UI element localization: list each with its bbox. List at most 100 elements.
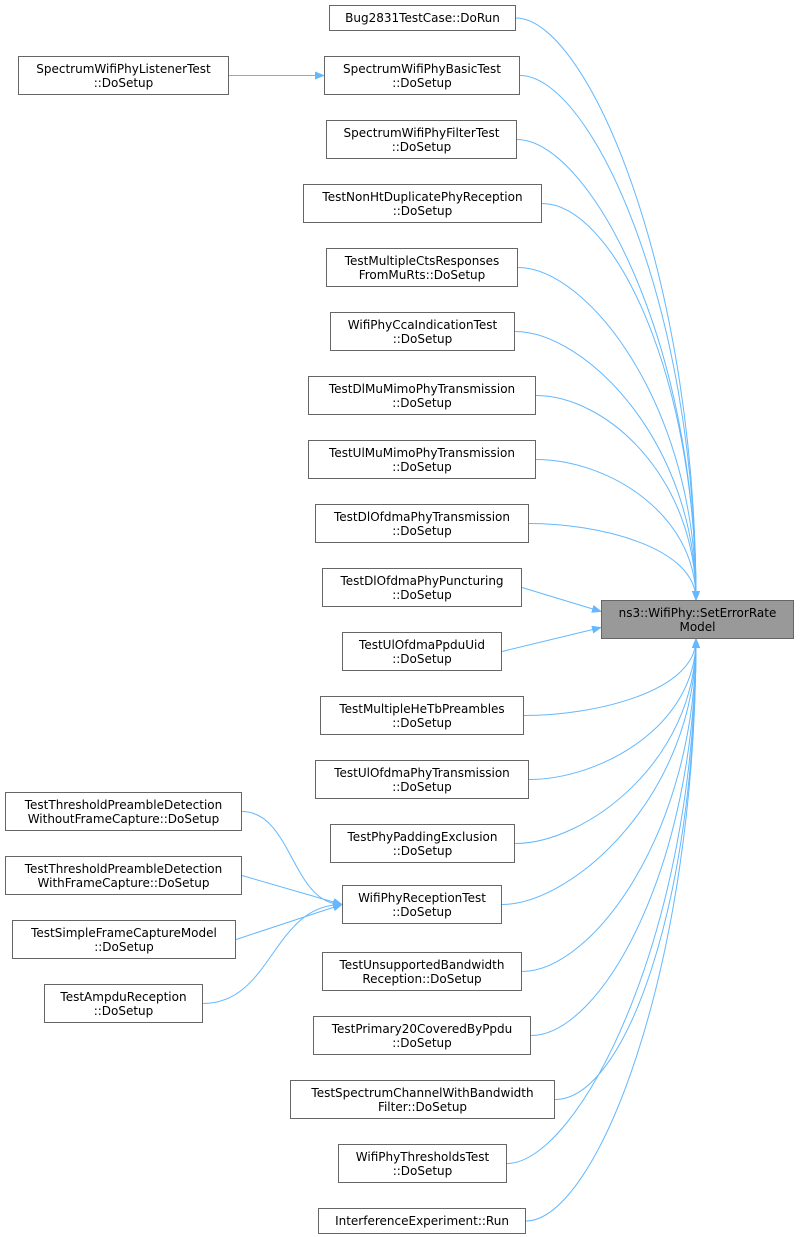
node-label-line2: ::DoSetup <box>94 939 154 954</box>
node-filter[interactable]: SpectrumWifiPhyFilterTest::DoSetup <box>326 120 517 159</box>
edge-cca-to-target <box>514 331 700 601</box>
node-label-line2: ::DoSetup <box>392 715 452 730</box>
node-label-line1: SpectrumWifiPhyListenerTest <box>36 61 211 76</box>
edge-primary20-to-target <box>530 638 700 1036</box>
edge-ulppdu-to-target <box>501 625 602 652</box>
node-label-line1: TestMultipleHeTbPreambles <box>339 701 505 716</box>
node-label-line1: TestNonHtDuplicatePhyReception <box>322 189 523 204</box>
node-label-line1: TestUlOfdmaPhyTransmission <box>334 765 510 780</box>
edge-dlofdma-to-target <box>528 523 700 601</box>
node-label-line1: WifiPhyReceptionTest <box>358 890 486 905</box>
node-label-line2: ::DoSetup <box>391 139 452 154</box>
node-label-line1: TestSimpleFrameCaptureModel <box>31 925 217 940</box>
node-label-line2: FromMuRts::DoSetup <box>358 267 486 282</box>
node-ulofdma[interactable]: TestUlOfdmaPhyTransmission::DoSetup <box>315 760 529 799</box>
node-label-line1: Bug2831TestCase::DoRun <box>345 11 500 25</box>
node-label-line2: ::DoSetup <box>392 395 452 410</box>
node-label-line2: ::DoSetup <box>392 331 453 346</box>
node-label-line1: TestThresholdPreambleDetection <box>24 861 223 876</box>
node-simplecap[interactable]: TestSimpleFrameCaptureModel::DoSetup <box>12 920 236 959</box>
node-label-line2: ::DoSetup <box>392 203 453 218</box>
node-label-line1: TestThresholdPreambleDetection <box>24 797 223 812</box>
node-label-line1: TestAmpduReception <box>60 989 187 1004</box>
node-nonht[interactable]: TestNonHtDuplicatePhyReception::DoSetup <box>303 184 542 223</box>
node-label-line1: TestUlMuMimoPhyTransmission <box>329 445 515 460</box>
node-label-line2: ::DoSetup <box>392 75 452 90</box>
edge-filter-to-target <box>516 139 700 601</box>
node-label-line2: Filter::DoSetup <box>377 1099 468 1114</box>
edge-ulmumimo-to-target <box>535 459 700 601</box>
node-primary20[interactable]: TestPrimary20CoveredByPpdu::DoSetup <box>313 1016 531 1055</box>
node-label-line1: TestDlMuMimoPhyTransmission <box>328 381 516 396</box>
edge-ampdu-to-reception <box>202 900 343 1004</box>
node-thresholds[interactable]: WifiPhyThresholdsTest::DoSetup <box>338 1144 507 1183</box>
node-label-line2: ::DoSetup <box>392 651 452 666</box>
node-dlpunct[interactable]: TestDlOfdmaPhyPuncturing::DoSetup <box>322 568 522 607</box>
node-label-line2: ::DoSetup <box>392 843 453 858</box>
edge-ulofdma-to-target <box>528 638 700 780</box>
node-label-line2: ::DoSetup <box>392 459 452 474</box>
node-reception[interactable]: WifiPhyReceptionTest::DoSetup <box>342 885 502 924</box>
edge-hetb-to-target <box>523 638 700 716</box>
node-bug2831[interactable]: Bug2831TestCase::DoRun <box>329 5 516 31</box>
node-label-line1: TestSpectrumChannelWithBandwidth <box>311 1085 534 1100</box>
node-label-line1: TestPrimary20CoveredByPpdu <box>331 1021 513 1036</box>
node-ampdu[interactable]: TestAmpduReception::DoSetup <box>44 984 203 1023</box>
node-label-line2: ::DoSetup <box>392 523 452 538</box>
edge-thrwithout-to-reception <box>241 811 343 909</box>
node-label-line1: TestMultipleCtsResponses <box>344 253 500 268</box>
node-label-line1: TestPhyPaddingExclusion <box>347 829 498 844</box>
node-label-line2: ::DoSetup <box>93 1003 154 1018</box>
node-label-line1: WifiPhyCcaIndicationTest <box>347 317 498 332</box>
node-label-line1: TestUnsupportedBandwidth <box>339 957 505 972</box>
node-basic[interactable]: SpectrumWifiPhyBasicTest::DoSetup <box>324 56 520 95</box>
node-label-line1: InterferenceExperiment::Run <box>335 1214 509 1228</box>
node-label-line1: TestDlOfdmaPhyPuncturing <box>340 573 504 588</box>
edge-interference-to-target <box>525 638 700 1222</box>
node-label-line2: ::DoSetup <box>392 904 452 919</box>
node-label-line1: TestDlOfdmaPhyTransmission <box>334 509 510 524</box>
edge-dlmumimo-to-target <box>535 395 700 601</box>
edge-thrwith-to-reception <box>241 875 343 906</box>
node-label-line2: Reception::DoSetup <box>362 971 482 986</box>
node-cca[interactable]: WifiPhyCcaIndicationTest::DoSetup <box>330 312 515 351</box>
edge-thresholds-to-target <box>506 638 700 1164</box>
node-label-line1: WifiPhyThresholdsTest <box>355 1149 490 1164</box>
node-padding[interactable]: TestPhyPaddingExclusion::DoSetup <box>330 824 515 863</box>
edge-simplecap-to-reception <box>235 903 343 940</box>
node-listener[interactable]: SpectrumWifiPhyListenerTest::DoSetup <box>18 56 229 95</box>
node-hetb[interactable]: TestMultipleHeTbPreambles::DoSetup <box>320 696 524 735</box>
node-label-line1: SpectrumWifiPhyFilterTest <box>343 125 500 140</box>
node-label-line2: WithFrameCapture::DoSetup <box>37 875 210 890</box>
node-dlmumimo[interactable]: TestDlMuMimoPhyTransmission::DoSetup <box>308 376 536 415</box>
node-label-line2: ::DoSetup <box>93 75 154 90</box>
edge-basic-to-target <box>519 75 700 601</box>
node-ulmumimo[interactable]: TestUlMuMimoPhyTransmission::DoSetup <box>308 440 536 479</box>
edge-nonht-to-target <box>541 203 700 601</box>
node-ulppdu[interactable]: TestUlOfdmaPpduUid::DoSetup <box>342 632 502 671</box>
edge-dlpunct-to-target <box>521 587 602 613</box>
edge-padding-to-target <box>514 638 700 844</box>
node-label-line2: ::DoSetup <box>392 1035 452 1050</box>
node-interference[interactable]: InterferenceExperiment::Run <box>318 1208 526 1234</box>
edge-reception-to-target <box>501 638 700 905</box>
node-label-line1: TestUlOfdmaPpduUid <box>359 637 485 652</box>
edge-unsupbw-to-target <box>521 638 700 972</box>
edge-bug2831-to-target <box>515 17 700 601</box>
node-label-line2: WithoutFrameCapture::DoSetup <box>27 811 220 826</box>
node-label-line2: ::DoSetup <box>392 1163 453 1178</box>
node-dlofdma[interactable]: TestDlOfdmaPhyTransmission::DoSetup <box>315 504 529 543</box>
node-label-line1: ns3::WifiPhy::SetErrorRate <box>618 605 777 620</box>
node-label-line2: Model <box>679 619 716 634</box>
edge-spectrumbw-to-target <box>554 638 700 1100</box>
node-label-line1: SpectrumWifiPhyBasicTest <box>343 61 501 76</box>
edge-multicts-to-target <box>517 267 700 601</box>
